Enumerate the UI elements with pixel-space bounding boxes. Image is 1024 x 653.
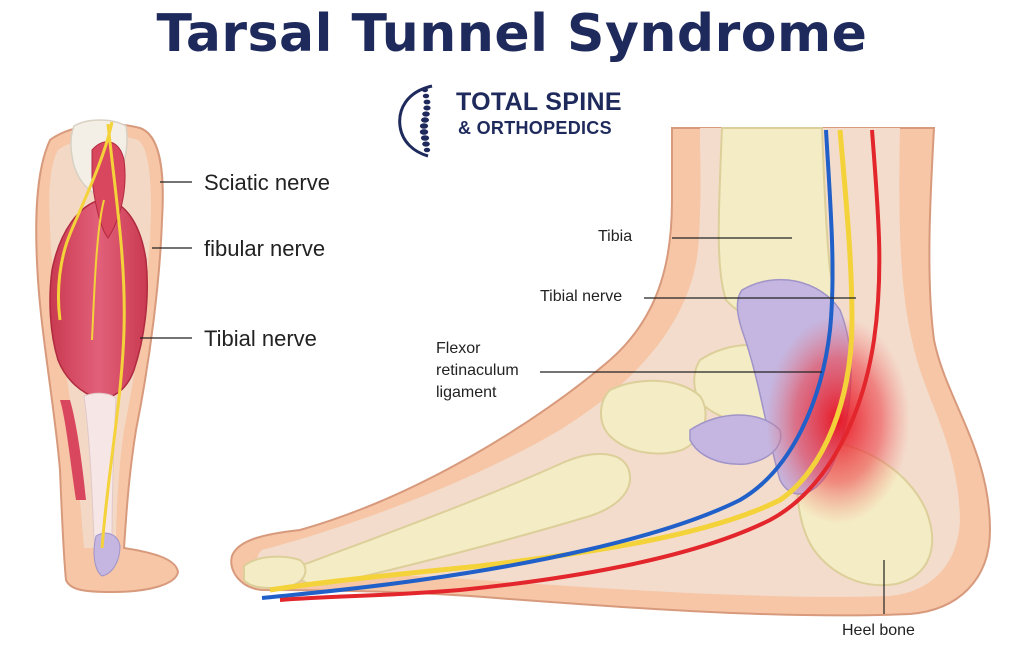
label-tibial-nerve-foot: Tibial nerve: [540, 288, 623, 305]
achilles-tendon: [83, 392, 117, 541]
ankle-ligament: [93, 532, 121, 577]
label-fibular-nerve: fibular nerve: [204, 236, 326, 261]
label-flexor-retinaculum: Flexor retinaculum ligament: [436, 338, 519, 404]
page-title: Tarsal Tunnel Syndrome: [156, 4, 868, 64]
toe-bones: [243, 555, 307, 589]
label-flexor-line2: retinaculum: [436, 362, 519, 379]
leg-illustration: [35, 119, 180, 594]
posterior-tibial-vein: [261, 129, 835, 600]
tarsal-bones: [600, 379, 707, 455]
label-sciatic-nerve: Sciatic nerve: [204, 170, 330, 195]
label-tibial-nerve-leg: Tibial nerve: [204, 326, 317, 351]
lower-muscle: [60, 400, 86, 500]
label-tibia: Tibia: [598, 228, 633, 245]
logo-text-line1: TOTAL SPINE: [456, 88, 622, 116]
label-flexor-line3: ligament: [436, 384, 497, 401]
tibial-nerve: [269, 129, 855, 593]
posterior-tibial-artery: [279, 129, 882, 602]
label-heel-bone: Heel bone: [842, 622, 915, 639]
label-flexor-line1: Flexor: [436, 340, 481, 357]
logo: TOTAL SPINE & ORTHOPEDICS: [392, 80, 642, 160]
leg-nerve-sciatic: [57, 121, 114, 321]
leg-nerve-tibial: [100, 123, 126, 549]
leg-nerve-fibular: [91, 199, 105, 341]
spine-icon: [398, 84, 433, 158]
logo-text-line2: & ORTHOPEDICS: [458, 118, 612, 138]
